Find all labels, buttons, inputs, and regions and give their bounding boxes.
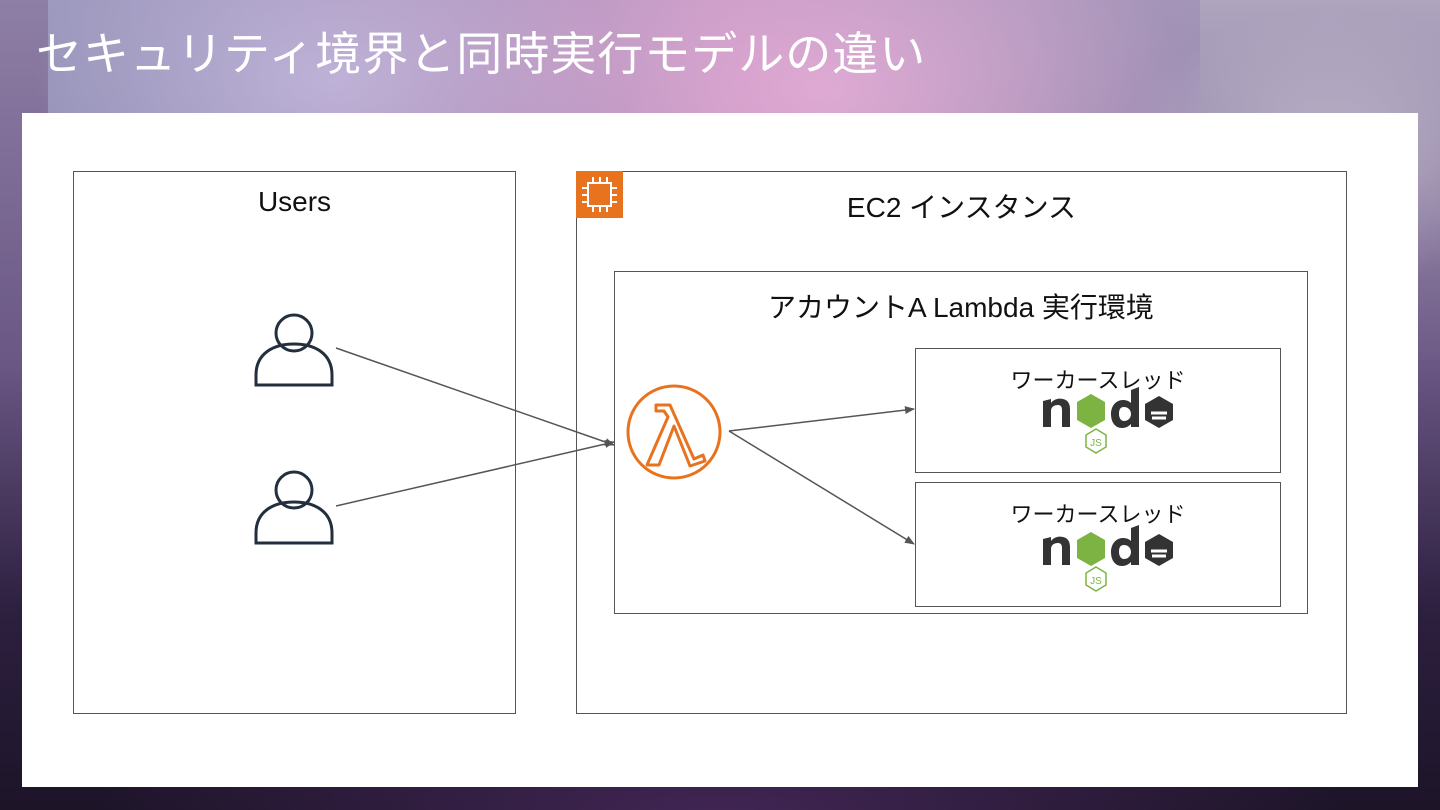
lambda-environment-label: アカウントA Lambda 実行環境 xyxy=(768,292,1154,323)
ec2-chip-icon xyxy=(576,171,623,218)
arrow-lambda-to-worker2 xyxy=(728,430,915,545)
users-group-label: Users xyxy=(257,186,332,217)
nodejs-logo: JS xyxy=(1043,525,1173,592)
user-icon xyxy=(254,313,334,387)
diagram-graphics: JS JS xyxy=(254,171,1173,592)
worker-thread-label: ワーカースレッド xyxy=(1010,368,1186,393)
nodejs-badge: JS xyxy=(1090,576,1102,587)
worker-thread-label: ワーカースレッド xyxy=(1010,502,1186,527)
arrow-lambda-to-worker1 xyxy=(728,406,915,432)
ec2-instance-label: EC2 インスタンス xyxy=(846,192,1077,223)
diagram-canvas: Users EC2 インスタンス アカウントA Lambda 実行環境 ワーカー… xyxy=(22,113,1418,787)
background-screen xyxy=(48,0,1200,115)
user-icon xyxy=(254,470,334,545)
nodejs-logo: JS xyxy=(1043,387,1173,454)
arrow-user2-to-lambda xyxy=(335,440,615,507)
lambda-icon xyxy=(626,384,722,480)
slide-title: セキュリティ境界と同時実行モデルの違い xyxy=(36,27,927,81)
nodejs-badge: JS xyxy=(1090,438,1102,449)
users-group: Users xyxy=(73,171,516,714)
arrow-user1-to-lambda xyxy=(335,347,615,446)
